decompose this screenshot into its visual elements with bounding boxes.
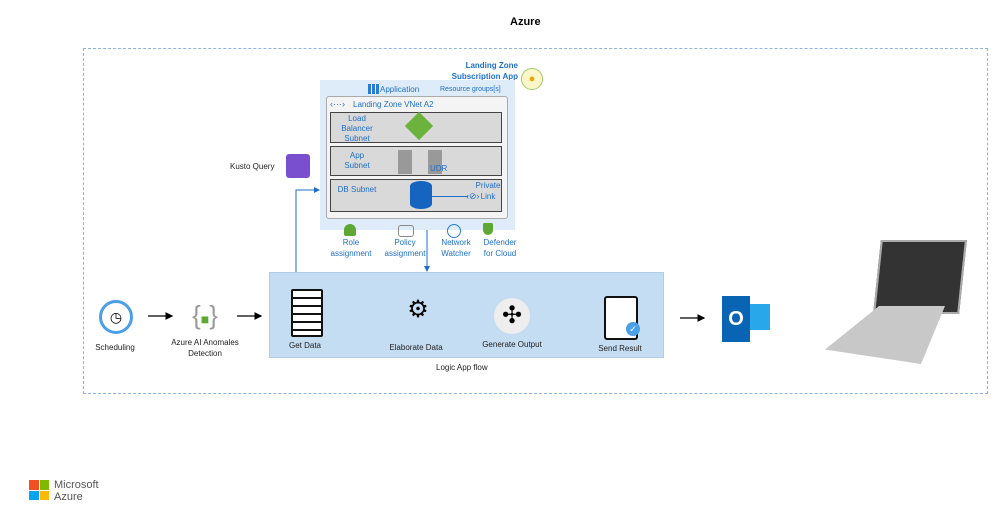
logic-app-box [269,272,664,358]
scheduling-label: Scheduling [95,343,135,352]
private-link-label: Private Link [475,181,501,201]
document-icon [291,289,323,337]
microsoft-logo-icon [29,480,49,500]
kusto-icon [286,154,310,178]
subnet-app: App Subnet [330,146,502,176]
role-assignment-icon [344,224,356,236]
anomaly-label: Azure AI Anomales Detection [171,338,239,358]
brand-microsoft: Microsoft [54,479,99,491]
database-icon [410,181,432,209]
gears-chart-icon: ⚙ [407,296,429,323]
brand-azure: Azure [54,491,83,503]
laptop-icon [825,240,967,366]
policy-assignment-label: Policy assignment [384,238,426,258]
outlook-icon: O [722,296,770,342]
server-icon [398,150,412,174]
generate-output-label: Generate Output [482,340,542,349]
lightbulb-icon: ● [521,68,543,90]
udr-label: UDR [430,164,448,173]
role-assignment-label: Role assignment [330,238,372,258]
send-result-label: Send Result [598,344,642,353]
private-link-icon: ‹⊘› [466,191,480,201]
network-watcher-icon [447,224,461,238]
clock-icon: ◷ [99,300,133,334]
get-data-label: Get Data [288,341,321,350]
logic-app-label: Logic App flow [436,363,488,372]
landing-zone-title: Landing Zone Subscription App [451,61,518,81]
kusto-label: Kusto Query [230,162,275,171]
network-watcher-label: Network Watcher [441,238,471,258]
kusto-connector [295,187,320,272]
diagram-title: Azure [510,16,541,28]
openai-icon: ✣ [494,298,530,334]
checkmark-icon: ✓ [626,322,640,336]
resource-groups-label: Resource groups[s] [440,86,501,93]
defender-shield-icon [483,223,493,235]
elaborate-data-label: Elaborate Data [389,343,443,352]
vnet-label: Landing Zone VNet A2 [353,100,434,109]
private-link-line [432,196,468,197]
udr-icon [428,150,442,174]
defender-label: Defender for Cloud [483,238,517,258]
policy-icon [398,225,414,237]
azure-boundary [83,48,988,394]
anomaly-detection-icon: {■} [192,300,218,330]
vnet-icon: ‹···› [330,99,345,109]
application-icon [368,84,379,94]
application-label: Application [380,85,420,94]
